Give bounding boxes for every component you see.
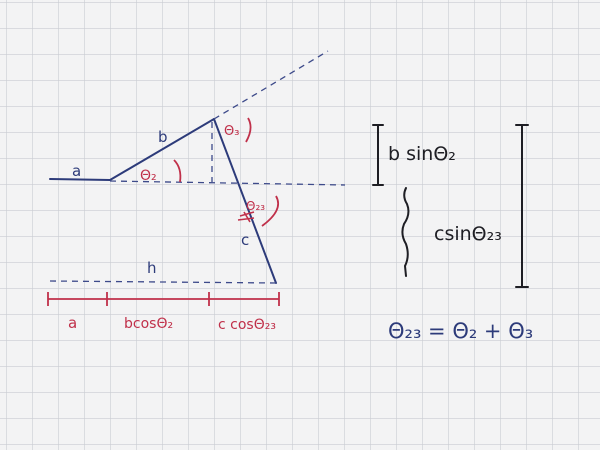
- link-b: [109, 118, 215, 181]
- theta3-arc: [245, 117, 252, 143]
- label-c: c: [241, 231, 249, 249]
- link-c: [213, 118, 277, 284]
- segment-a-label: a: [68, 314, 77, 332]
- theta23-arc: [261, 195, 280, 227]
- b-extension-dashed: [213, 50, 329, 120]
- theta3-label: Θ₃: [224, 124, 239, 139]
- scribble-mark: [237, 211, 255, 223]
- link-a: [49, 178, 111, 181]
- label-a: a: [72, 162, 81, 180]
- csin-label: csinΘ₂₃: [434, 223, 502, 245]
- label-h: h: [147, 259, 157, 277]
- bsin-label: b sinΘ₂: [388, 143, 456, 165]
- label-b: b: [158, 128, 168, 146]
- theta23-label: Θ₂₃: [246, 199, 265, 213]
- theta2-label: Θ₂: [140, 168, 157, 184]
- csin-wavy-bracket: [401, 187, 410, 277]
- segment-ccos-label: c cosΘ₂₃: [218, 317, 276, 333]
- theta-equation: Θ₂₃ = Θ₂ + Θ₃: [388, 319, 533, 343]
- segment-bcos-label: bcosΘ₂: [124, 316, 173, 332]
- h-dashed-line: [49, 280, 277, 284]
- theta2-arc: [173, 159, 182, 183]
